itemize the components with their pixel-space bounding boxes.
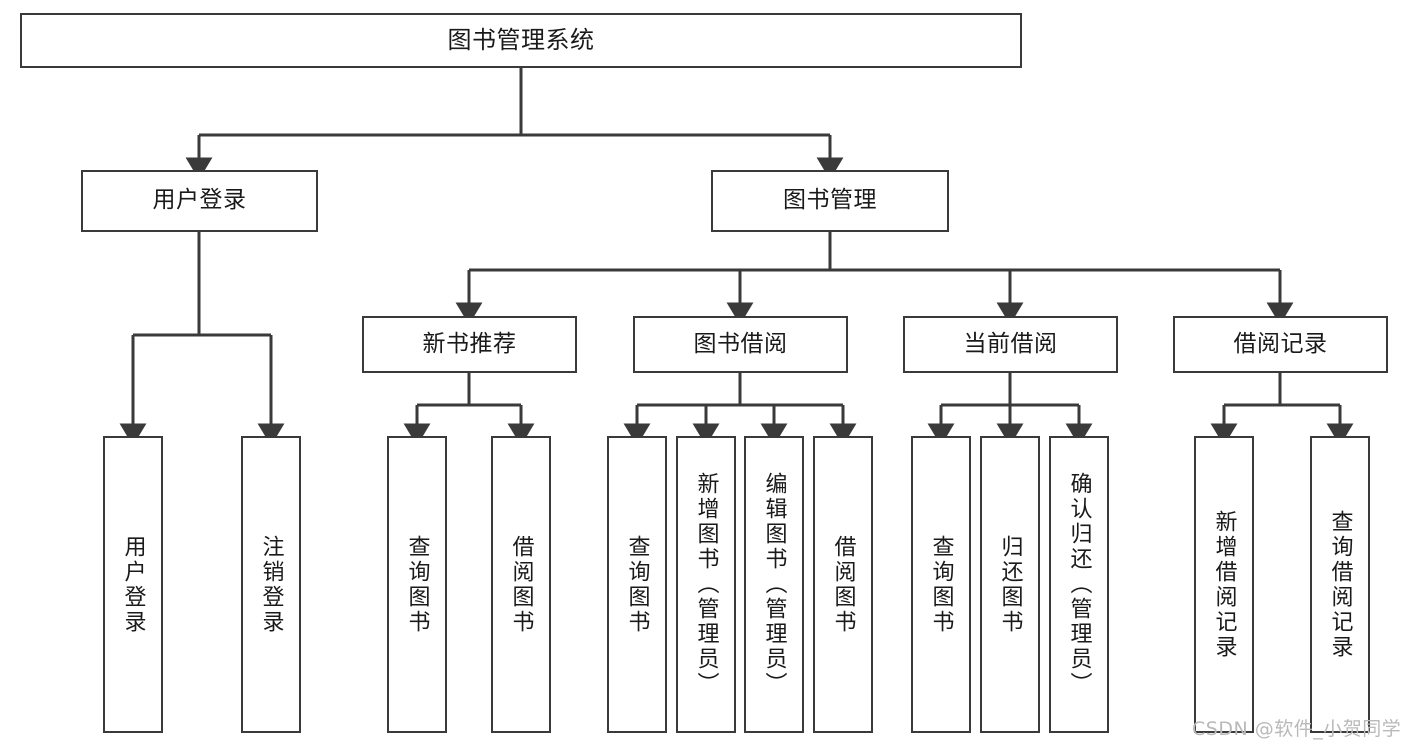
node-leaf-book-borrow-add-label: 新增图书（管理员）	[693, 472, 719, 697]
node-leaf-book-borrow-edit-label: 编辑图书（管理员）	[761, 472, 787, 697]
node-leaf-current-borrow-confirm[interactable]: 确认归还（管理员）	[1049, 436, 1109, 733]
node-book-management[interactable]: 图书管理	[711, 170, 949, 232]
csdn-watermark: CSDN @软件_小贺同学	[1192, 718, 1402, 740]
node-leaf-book-borrow-borrow-label: 借阅图书	[830, 534, 856, 635]
node-new-book-recommend-label: 新书推荐	[422, 330, 517, 357]
node-leaf-current-borrow-query-label: 查询图书	[928, 534, 954, 635]
node-leaf-borrow-records-query[interactable]: 查询借阅记录	[1310, 436, 1370, 733]
node-leaf-user-login-signout[interactable]: 注销登录	[241, 436, 301, 733]
node-leaf-current-borrow-confirm-label: 确认归还（管理员）	[1066, 472, 1092, 697]
node-leaf-user-login-signin[interactable]: 用户登录	[103, 436, 163, 733]
node-current-borrow[interactable]: 当前借阅	[903, 316, 1118, 373]
node-leaf-new-books-query-label: 查询图书	[404, 534, 430, 635]
node-new-book-recommend[interactable]: 新书推荐	[362, 316, 577, 373]
node-leaf-borrow-records-add[interactable]: 新增借阅记录	[1194, 436, 1254, 733]
node-borrow-records-label: 借阅记录	[1233, 330, 1328, 357]
node-leaf-user-login-signin-label: 用户登录	[120, 534, 146, 635]
node-user-login[interactable]: 用户登录	[81, 170, 318, 232]
node-leaf-current-borrow-return[interactable]: 归还图书	[980, 436, 1040, 733]
node-current-borrow-label: 当前借阅	[963, 330, 1058, 357]
node-leaf-borrow-records-query-label: 查询借阅记录	[1327, 509, 1353, 660]
node-leaf-new-books-query[interactable]: 查询图书	[387, 436, 447, 733]
node-leaf-current-borrow-query[interactable]: 查询图书	[911, 436, 971, 733]
node-leaf-current-borrow-return-label: 归还图书	[997, 534, 1023, 635]
node-leaf-user-login-signout-label: 注销登录	[258, 534, 284, 635]
node-book-borrow[interactable]: 图书借阅	[633, 316, 848, 373]
node-leaf-book-borrow-borrow[interactable]: 借阅图书	[813, 436, 873, 733]
node-book-management-label: 图书管理	[783, 187, 877, 214]
node-root-system[interactable]: 图书管理系统	[20, 13, 1022, 68]
node-leaf-book-borrow-query-label: 查询图书	[624, 534, 650, 635]
node-leaf-new-books-borrow-label: 借阅图书	[508, 534, 534, 635]
node-leaf-borrow-records-add-label: 新增借阅记录	[1211, 509, 1237, 660]
node-book-borrow-label: 图书借阅	[693, 330, 788, 357]
node-leaf-book-borrow-edit[interactable]: 编辑图书（管理员）	[744, 436, 804, 733]
node-leaf-book-borrow-add[interactable]: 新增图书（管理员）	[676, 436, 736, 733]
node-leaf-book-borrow-query[interactable]: 查询图书	[607, 436, 667, 733]
node-root-system-label: 图书管理系统	[447, 26, 595, 55]
node-user-login-label: 用户登录	[152, 187, 247, 214]
node-borrow-records[interactable]: 借阅记录	[1173, 316, 1388, 373]
node-leaf-new-books-borrow[interactable]: 借阅图书	[491, 436, 551, 733]
